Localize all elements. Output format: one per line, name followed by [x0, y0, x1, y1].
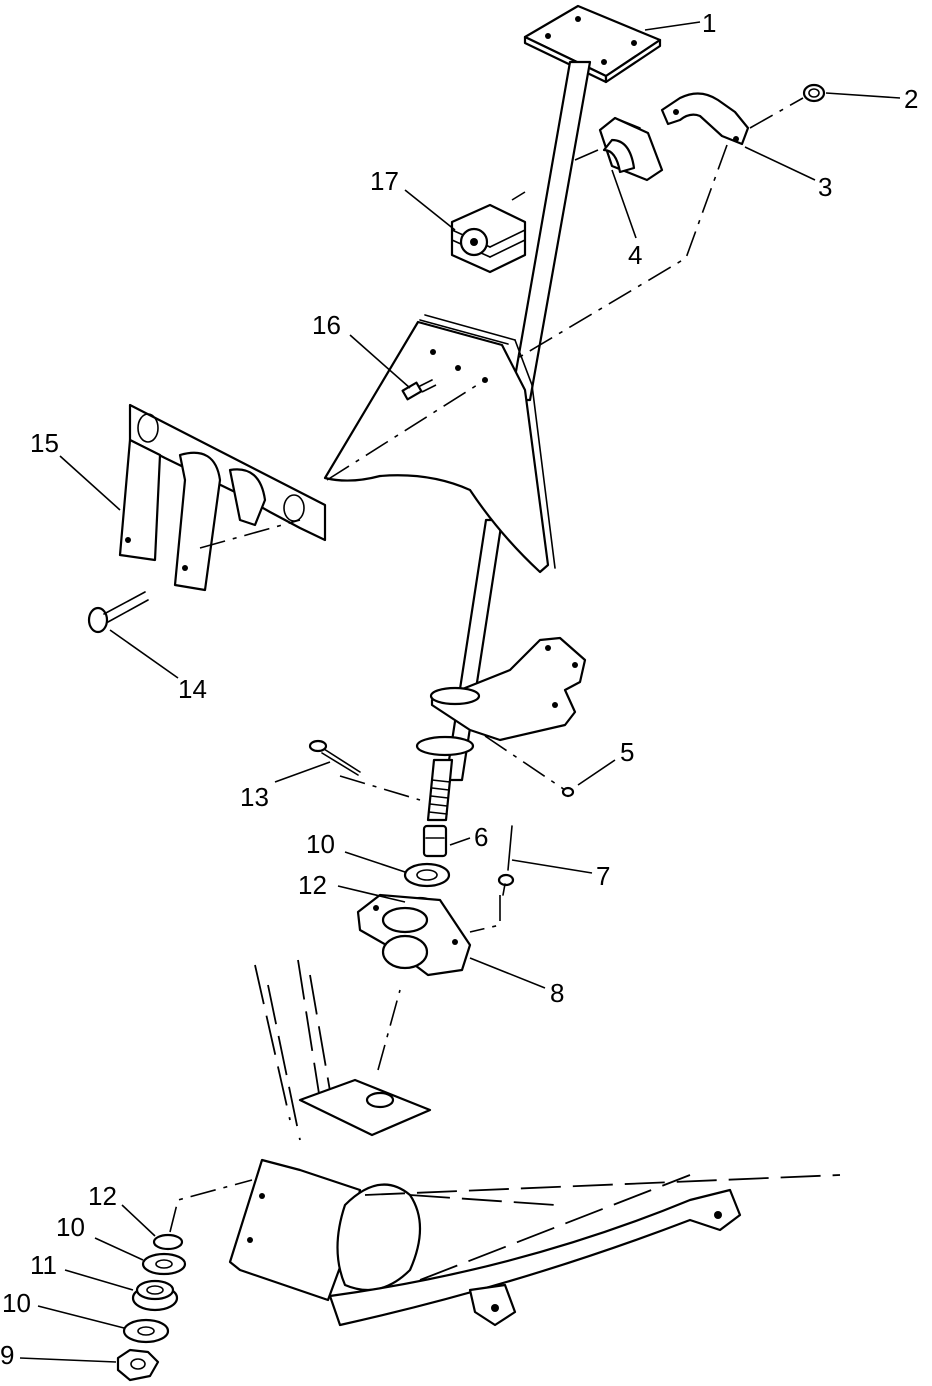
callout-17: 17 — [370, 166, 399, 196]
callout-12-lower: 12 — [88, 1181, 117, 1211]
callout-11: 11 — [30, 1250, 57, 1280]
callout-3: 3 — [818, 172, 832, 202]
callout-14: 14 — [178, 674, 207, 704]
part-10-washer-lower — [122, 1318, 170, 1344]
frame-assembly — [228, 959, 841, 1327]
callout-1: 1 — [702, 8, 716, 38]
callout-6: 6 — [474, 822, 488, 852]
part-2-nut — [802, 83, 826, 103]
part-12-spacer-lower — [152, 1233, 184, 1251]
part-8-base — [356, 893, 472, 977]
callout-2: 2 — [904, 84, 918, 114]
part-10-washer-upper — [403, 862, 451, 888]
callout-13: 13 — [240, 782, 269, 812]
part-14-bolt — [87, 591, 149, 634]
part-15-bracket — [118, 403, 327, 592]
part-3-clamp — [660, 92, 750, 146]
callout-9: 9 — [0, 1340, 14, 1370]
assembly-lines — [169, 97, 804, 1233]
part-4-half-bushing — [598, 116, 664, 182]
part-17-bushing-block — [450, 203, 527, 274]
part-13-cotter-pin — [308, 739, 361, 776]
part-6-shaft-end — [422, 758, 454, 858]
part-10-washer-middle — [141, 1252, 187, 1276]
callouts: 1 2 3 4 5 6 7 8 9 10 10 10 11 12 12 13 1… — [0, 8, 918, 1370]
part-9-nut — [116, 1348, 160, 1382]
callout-4: 4 — [628, 240, 642, 270]
callout-8: 8 — [550, 978, 564, 1008]
dash-bracket — [323, 314, 556, 574]
part-1-mounting-plate — [523, 4, 662, 84]
callout-10-upper: 10 — [306, 829, 335, 859]
callout-16: 16 — [312, 310, 341, 340]
part-11-castle-nut — [131, 1279, 179, 1312]
callout-5: 5 — [620, 737, 634, 767]
leader-lines — [19, 21, 901, 1363]
callout-15: 15 — [30, 428, 59, 458]
callout-7: 7 — [596, 861, 610, 891]
part-5-fastener — [561, 786, 575, 798]
callout-12-upper: 12 — [298, 870, 327, 900]
column-bracket — [415, 636, 587, 757]
callout-10-middle: 10 — [56, 1212, 85, 1242]
part-7-pin — [497, 825, 515, 896]
callout-10-lower: 10 — [2, 1288, 31, 1318]
